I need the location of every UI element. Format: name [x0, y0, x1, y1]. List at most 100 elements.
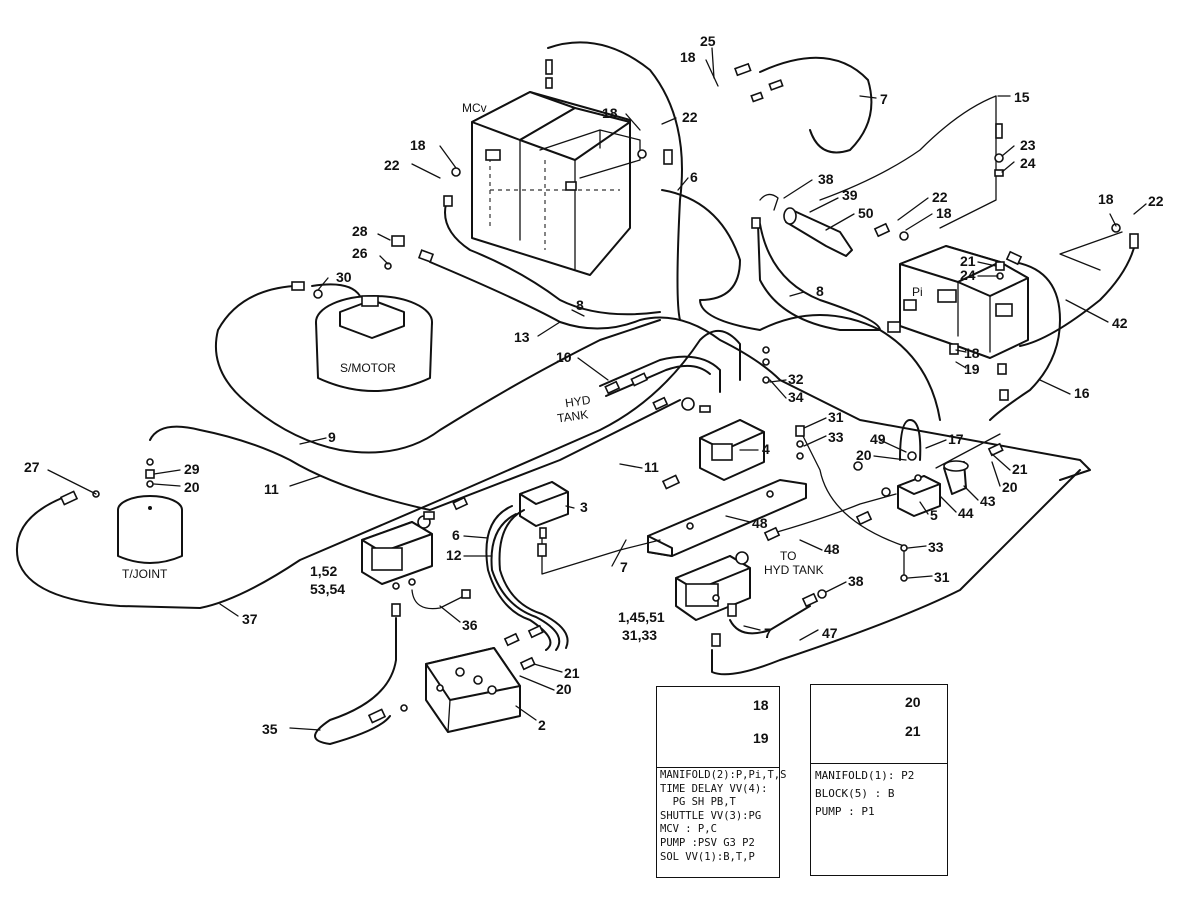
callout-5: 5 — [930, 507, 938, 523]
callout-53-54: 53,54 — [310, 581, 345, 597]
legend-left-part-a: 18 — [753, 697, 769, 713]
callout-13: 13 — [514, 329, 530, 345]
legend-box-right: 20 21 MANIFOLD(1): P2 BLOCK(5) : B PUMP … — [810, 684, 948, 876]
callout-31: 31 — [934, 569, 950, 585]
callout-6: 6 — [690, 169, 698, 185]
callout-7: 7 — [620, 559, 628, 575]
callout-25: 25 — [700, 33, 716, 49]
callout-22: 22 — [682, 109, 698, 125]
callout-28: 28 — [352, 223, 368, 239]
callout-7: 7 — [880, 91, 888, 107]
legend-box-left: 18 19 MANIFOLD(2):P,Pi,T,S TIME DELAY VV… — [656, 686, 786, 878]
legend-right-lines: MANIFOLD(1): P2 BLOCK(5) : B PUMP : P1 — [815, 769, 915, 818]
callout-18: 18 — [964, 345, 980, 361]
callout-21: 21 — [960, 253, 976, 269]
callout-17: 17 — [948, 431, 964, 447]
legend-left-lines: MANIFOLD(2):P,Pi,T,S TIME DELAY VV(4): P… — [660, 769, 787, 863]
callout-12: 12 — [446, 547, 462, 563]
callout-32: 32 — [788, 371, 804, 387]
callout-27: 27 — [24, 459, 40, 475]
callout-49: 49 — [870, 431, 886, 447]
callout-37: 37 — [242, 611, 258, 627]
callout-48: 48 — [824, 541, 840, 557]
callout-50: 50 — [858, 205, 874, 221]
callout-20: 20 — [184, 479, 200, 495]
callout-8: 8 — [576, 297, 584, 313]
callout-4: 4 — [762, 441, 770, 457]
callout-35: 35 — [262, 721, 278, 737]
callout-36: 36 — [462, 617, 478, 633]
callout-20: 20 — [556, 681, 572, 697]
callout-18: 18 — [680, 49, 696, 65]
hose-fittings — [59, 59, 1139, 724]
callout-24: 24 — [1020, 155, 1036, 171]
legend-right-part-b: 21 — [905, 723, 921, 739]
callout-31: 31 — [828, 409, 844, 425]
callout-43: 43 — [980, 493, 996, 509]
time-delay-valve-4 — [699, 419, 765, 481]
callout-21: 21 — [1012, 461, 1028, 477]
leader-lines — [47, 47, 1147, 731]
callout-26: 26 — [352, 245, 368, 261]
swing-motor: S/MOTOR — [315, 295, 433, 392]
callout-18: 18 — [410, 137, 426, 153]
callout-8: 8 — [816, 283, 824, 299]
hyd-tank-label: HYDTANK — [554, 393, 593, 426]
callout-34: 34 — [788, 389, 804, 405]
callout-18: 18 — [936, 205, 952, 221]
block-3 — [519, 481, 569, 527]
callout-numbers: 25 18 7 15 18 22 18 22 23 24 6 38 39 50 … — [24, 33, 1164, 737]
callout-33: 33 — [828, 429, 844, 445]
turning-joint: T/JOINT — [117, 495, 183, 581]
pump-manifold: Pi — [887, 245, 1029, 359]
mounting-bracket — [647, 479, 807, 557]
callout-18: 18 — [602, 105, 618, 121]
callout-24: 24 — [960, 267, 976, 283]
callout-15: 15 — [1014, 89, 1030, 105]
callout-20: 20 — [1002, 479, 1018, 495]
mcv-label: MCv — [462, 101, 487, 115]
callout-33: 33 — [928, 539, 944, 555]
callout-42: 42 — [1112, 315, 1128, 331]
callout-38: 38 — [818, 171, 834, 187]
callout-20: 20 — [856, 447, 872, 463]
callout-9: 9 — [328, 429, 336, 445]
callout-38: 38 — [848, 573, 864, 589]
callout-48: 48 — [752, 515, 768, 531]
callout-47: 47 — [822, 625, 838, 641]
callout-2: 2 — [538, 717, 546, 733]
block-5 — [897, 475, 941, 517]
callout-18: 18 — [1098, 191, 1114, 207]
manifold-2 — [425, 647, 521, 733]
pressure-switch — [759, 193, 853, 257]
callout-22: 22 — [384, 157, 400, 173]
callout-30: 30 — [336, 269, 352, 285]
legend-left-part-b: 19 — [753, 730, 769, 746]
svg-text:Pi: Pi — [912, 285, 923, 299]
legend-right-part-a: 20 — [905, 694, 921, 710]
callout-19: 19 — [964, 361, 980, 377]
hose-network — [16, 41, 1137, 745]
callout-22: 22 — [1148, 193, 1164, 209]
main-control-valve: MCv — [462, 91, 641, 276]
callout-44: 44 — [958, 505, 974, 521]
callout-6: 6 — [452, 527, 460, 543]
callout-39: 39 — [842, 187, 858, 203]
callout-3: 3 — [580, 499, 588, 515]
solenoid-valve-1 — [361, 515, 433, 585]
callout-23: 23 — [1020, 137, 1036, 153]
callout-11: 11 — [644, 459, 659, 475]
solenoid-valve-2 — [675, 551, 751, 621]
turning-joint-label: T/JOINT — [122, 567, 168, 581]
callout-11: 11 — [264, 481, 279, 497]
callout-16: 16 — [1074, 385, 1090, 401]
callout-31-33: 31,33 — [622, 627, 657, 643]
callout-21: 21 — [564, 665, 580, 681]
callout-1-45-51: 1,45,51 — [618, 609, 665, 625]
callout-1-52: 1,52 — [310, 563, 337, 579]
callout-22: 22 — [932, 189, 948, 205]
shuttle-valve-43 — [943, 460, 969, 495]
callout-29: 29 — [184, 461, 200, 477]
